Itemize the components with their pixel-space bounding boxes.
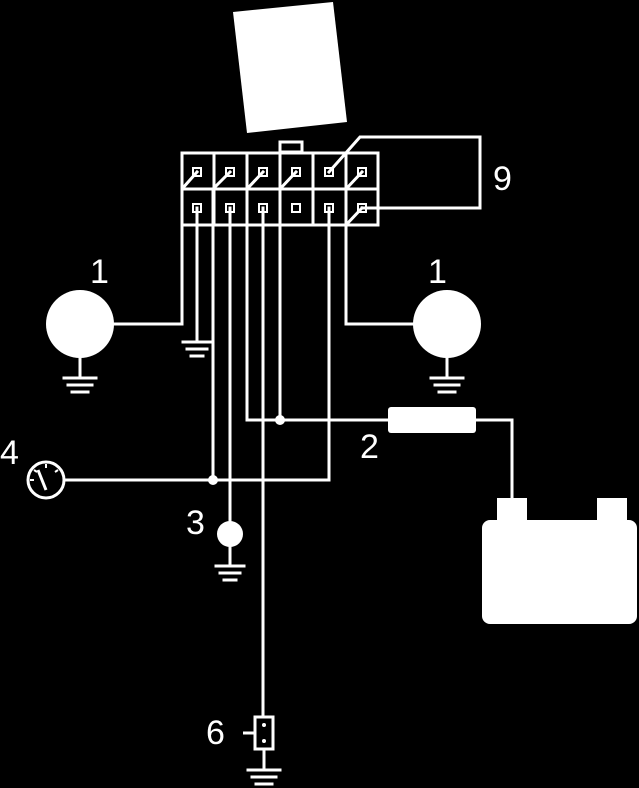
wires [64, 169, 514, 719]
label-fuse: 2 [360, 428, 379, 466]
label-gauge: 4 [0, 434, 19, 472]
indicator-lamp [214, 521, 246, 582]
label-lamp-left: 1 [90, 253, 109, 291]
label-lamp-right: 1 [428, 253, 447, 291]
label-switch: 6 [206, 714, 225, 752]
jumper-wire [326, 135, 482, 210]
gauge [26, 460, 66, 500]
battery [482, 498, 637, 624]
label-jumper: 9 [493, 160, 512, 198]
fuse [388, 407, 476, 433]
ground-symbol [181, 340, 213, 358]
control-unit [233, 2, 347, 133]
lamp-right [413, 290, 481, 394]
lamp-left [46, 290, 114, 394]
label-indicator-lamp: 3 [186, 504, 205, 542]
switch [243, 715, 282, 786]
